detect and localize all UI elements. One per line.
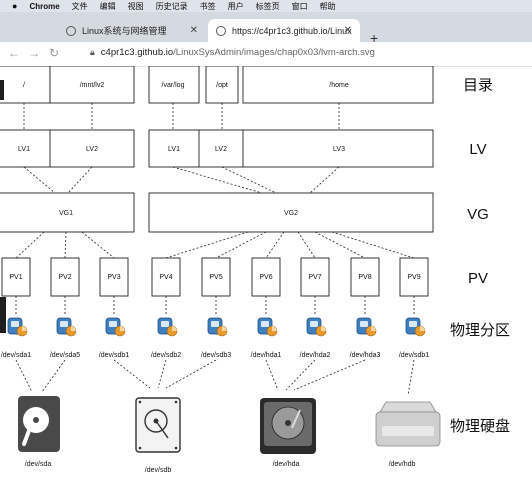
- tab-lvm-svg[interactable]: https://c4pr1c3.github.io/Linux ✕: [208, 19, 360, 42]
- partition-icon: [207, 317, 228, 337]
- partition-icon: [257, 317, 278, 337]
- back-arrow-icon[interactable]: ←: [8, 46, 20, 60]
- disk-label: /dev/hda: [273, 461, 300, 468]
- partition-label: /dev/hda2: [300, 352, 331, 359]
- hard-disk-icon: [260, 398, 316, 454]
- pv-label: PV2: [58, 274, 71, 281]
- label-disk: 物理硬盘: [450, 417, 510, 435]
- dir-label: /opt: [216, 82, 228, 89]
- directory-row: / /mnt/lv2 /var/log /opt /home: [0, 66, 434, 104]
- menu-user[interactable]: 用户: [227, 1, 244, 11]
- url-field[interactable]: 🔒︎ c4pr1c3.github.io/LinuxSysAdmin/image…: [90, 47, 375, 58]
- lvm-architecture-diagram: / /mnt/lv2 /var/log /opt /home LV1 LV2 L…: [0, 66, 510, 474]
- left-edge-overlay: [0, 297, 6, 333]
- menu-file[interactable]: 文件: [71, 1, 88, 11]
- pv-label: PV5: [209, 274, 222, 281]
- lv-label: LV1: [18, 146, 30, 153]
- close-tab-icon[interactable]: ✕: [343, 25, 352, 36]
- new-tab-button[interactable]: +: [370, 30, 379, 46]
- pv-row: PV1 PV2 PV3 PV4 PV5 PV6 PV7 PV8 PV9: [1, 257, 429, 297]
- url-host: c4pr1c3.github.io: [100, 47, 174, 58]
- pv-label: PV3: [107, 274, 120, 281]
- menu-view[interactable]: 视图: [127, 1, 144, 11]
- menu-tabs[interactable]: 标签页: [255, 1, 280, 11]
- address-toolbar: ← → ↻ 🔒︎ c4pr1c3.github.io/LinuxSysAdmin…: [0, 42, 532, 67]
- dir-label: /mnt/lv2: [80, 82, 105, 89]
- label-directory: 目录: [463, 77, 493, 94]
- partition-icon: [56, 317, 77, 337]
- pv-label: PV1: [9, 274, 22, 281]
- partition-icon: [306, 317, 327, 337]
- globe-icon: [216, 25, 226, 36]
- partition-icon: [105, 317, 126, 337]
- label-pv: PV: [468, 270, 488, 287]
- partition-label: /dev/sda1: [1, 352, 31, 359]
- lv-label: LV2: [215, 146, 227, 153]
- disk-label: /dev/sdb: [145, 467, 172, 474]
- menu-edit[interactable]: 编辑: [99, 1, 116, 11]
- partition-label: /dev/sdb3: [201, 352, 231, 359]
- vg-row: VG1 VG2: [0, 192, 434, 233]
- label-vg: VG: [467, 206, 489, 223]
- disk-row: /dev/sda /dev/sdb /dev/hda /dev/hdb: [18, 396, 441, 474]
- left-edge-overlay: [0, 80, 4, 100]
- label-partition: 物理分区: [450, 322, 510, 339]
- pv-label: PV6: [259, 274, 272, 281]
- dir-label: /home: [329, 82, 349, 89]
- partition-icon: [405, 317, 426, 337]
- menu-app-chrome[interactable]: Chrome: [29, 1, 60, 11]
- tab-title: Linux系统与网络管理: [82, 26, 167, 36]
- pv-label: PV9: [407, 274, 420, 281]
- partition-label: /dev/sda5: [50, 352, 80, 359]
- url-path: /LinuxSysAdmin/images/chap0x03/lvm-arch.…: [173, 47, 375, 58]
- partition-label: /dev/sdb1: [99, 352, 129, 359]
- partition-icon: [7, 317, 28, 337]
- label-lv: LV: [469, 141, 486, 158]
- vg-label: VG2: [284, 210, 298, 217]
- lv-label: LV2: [86, 146, 98, 153]
- menu-history[interactable]: 历史记录: [155, 1, 188, 11]
- lv-label: LV1: [168, 146, 180, 153]
- partition-icon: [356, 317, 377, 337]
- partition-label: /dev/sdb1: [399, 352, 429, 359]
- menu-window[interactable]: 窗口: [291, 1, 308, 11]
- partition-label: /dev/hda3: [350, 352, 381, 359]
- partition-label: /dev/hda1: [251, 352, 282, 359]
- menu-help[interactable]: 帮助: [319, 1, 336, 11]
- vg-label: VG1: [59, 210, 73, 217]
- lock-icon[interactable]: 🔒︎: [90, 47, 95, 57]
- macos-menubar: ● Chrome 文件 编辑 视图 历史记录 书签 用户 标签页 窗口 帮助: [0, 0, 532, 12]
- disk-label: /dev/hdb: [389, 461, 416, 468]
- external-drive-icon: [375, 401, 441, 447]
- connector-lines: [15, 103, 415, 396]
- dir-label: /: [23, 82, 25, 89]
- partition-row: /dev/sda1 /dev/sda5 /dev/sdb1 /dev/sdb2 …: [1, 317, 429, 359]
- apple-icon[interactable]: ●: [12, 1, 18, 11]
- tab-linux-admin[interactable]: Linux系统与网络管理 ✕: [58, 19, 206, 42]
- forward-arrow-icon[interactable]: →: [28, 46, 40, 60]
- pv-label: PV7: [308, 274, 321, 281]
- partition-icon: [157, 317, 178, 337]
- globe-icon: [66, 25, 76, 36]
- tab-strip: Linux系统与网络管理 ✕ https://c4pr1c3.github.io…: [0, 12, 532, 46]
- menu-bookmarks[interactable]: 书签: [199, 1, 216, 11]
- hard-disk-icon: [18, 396, 60, 452]
- row-labels: 目录 LV VG PV 物理分区 物理硬盘: [450, 77, 510, 435]
- tab-title: https://c4pr1c3.github.io/Linux: [232, 25, 352, 36]
- dir-label: /var/log: [162, 82, 185, 89]
- lv-label: LV3: [333, 146, 345, 153]
- partition-label: /dev/sdb2: [151, 352, 181, 359]
- reload-icon[interactable]: ↻: [49, 46, 60, 60]
- pv-label: PV4: [159, 274, 172, 281]
- pv-label: PV8: [358, 274, 371, 281]
- disk-label: /dev/sda: [25, 461, 52, 468]
- hard-disk-icon: [135, 397, 181, 453]
- lv-row: LV1 LV2 LV1 LV2 LV3: [0, 129, 434, 168]
- close-tab-icon[interactable]: ✕: [189, 25, 198, 36]
